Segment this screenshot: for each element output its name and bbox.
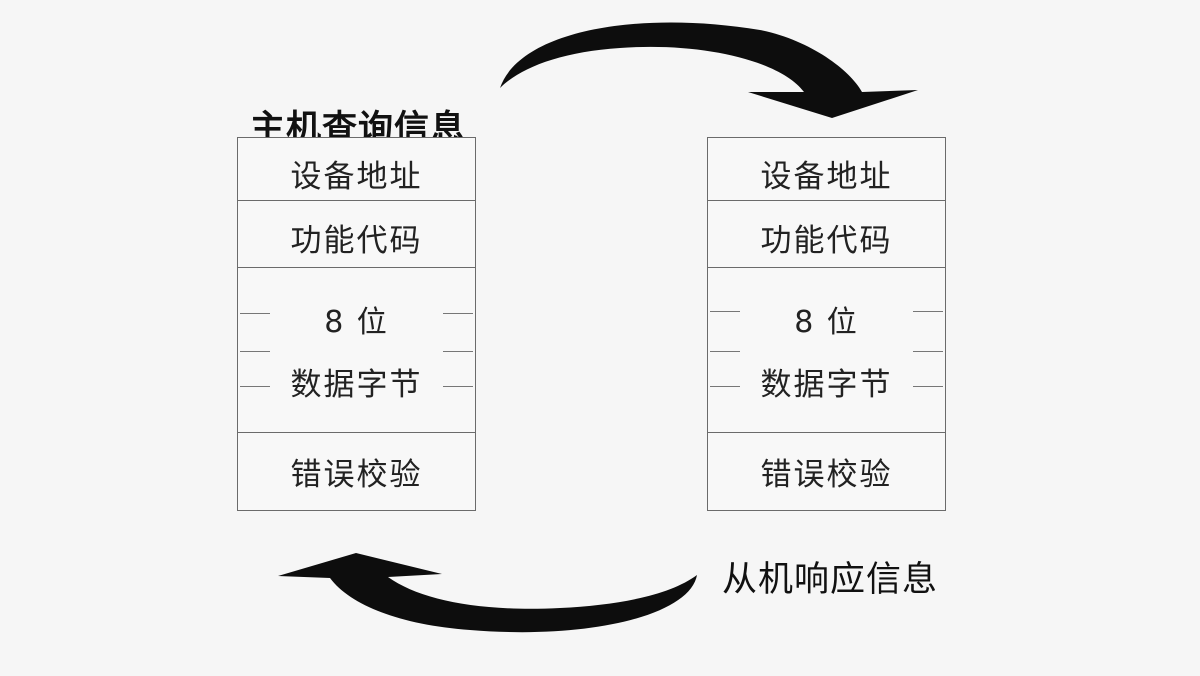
slave-bytes-label: 数据字节 <box>760 366 893 403</box>
divider-mark <box>913 311 943 312</box>
divider-mark <box>710 386 740 387</box>
divider-mark <box>710 311 740 312</box>
slave-bits-label: 8 位 <box>794 304 859 340</box>
divider-mark <box>443 351 473 352</box>
divider-mark <box>443 313 473 314</box>
host-checksum-field: 错误校验 <box>290 457 423 493</box>
host-function-field: 功能代码 <box>238 201 475 268</box>
slave-checksum-field: 错误校验 <box>760 457 893 493</box>
host-address-field: 设备地址 <box>238 138 475 201</box>
divider-mark <box>443 386 473 387</box>
host-data-field: 8 位 数据字节 <box>238 268 475 433</box>
divider-mark <box>240 386 270 387</box>
slave-frame: 设备地址 功能代码 8 位 数据字节 错误校验 <box>707 137 946 511</box>
divider-mark <box>913 351 943 352</box>
slave-function-field: 功能代码 <box>708 201 945 268</box>
response-arrow <box>278 553 697 633</box>
divider-mark <box>240 351 270 352</box>
host-frame: 设备地址 功能代码 8 位 数据字节 错误校验 <box>237 137 476 511</box>
divider-mark <box>710 351 740 352</box>
divider-mark <box>240 313 270 314</box>
slave-response-title: 从机响应信息 <box>722 560 939 600</box>
host-bits-label: 8 位 <box>324 304 389 340</box>
slave-address-field: 设备地址 <box>708 138 945 201</box>
divider-mark <box>913 386 943 387</box>
request-arrow <box>500 22 918 118</box>
slave-data-field: 8 位 数据字节 <box>708 268 945 433</box>
host-bytes-label: 数据字节 <box>290 366 423 403</box>
